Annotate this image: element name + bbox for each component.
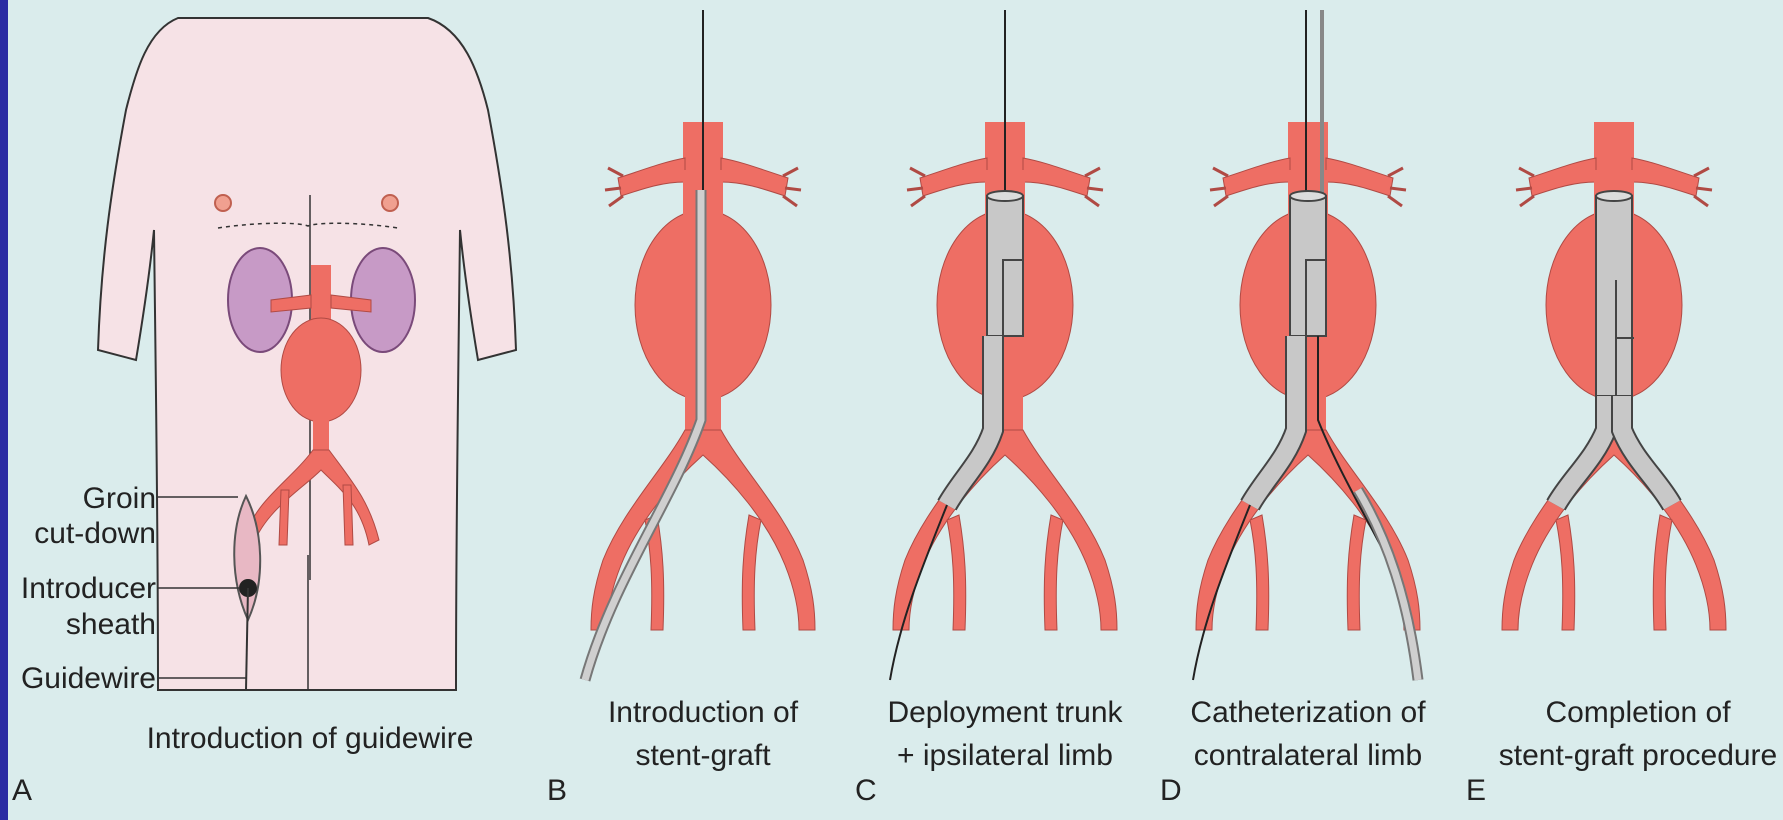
caption-e-line2: stent-graft procedure: [1499, 739, 1777, 772]
panel-c-aorta: [890, 10, 1117, 680]
label-groin: Groin: [83, 482, 156, 515]
label-sheath: sheath: [66, 608, 156, 641]
panel-b-aorta: [585, 10, 815, 680]
caption-b-line1: Introduction of: [608, 696, 799, 729]
diagram-stage: Groin cut-down Introducer sheath Guidewi…: [8, 0, 1783, 820]
label-cutdown: cut-down: [34, 517, 156, 550]
evar-diagram: Groin cut-down Introducer sheath Guidewi…: [8, 0, 1783, 820]
caption-d-line1: Catheterization of: [1190, 696, 1426, 729]
nipple-right-icon: [382, 195, 398, 211]
panel-letter-b: B: [547, 774, 567, 807]
panel-letter-e: E: [1466, 774, 1486, 807]
panel-letter-d: D: [1160, 774, 1182, 807]
panel-d-aorta: [1193, 10, 1420, 680]
nipple-left-icon: [215, 195, 231, 211]
caption-c-line1: Deployment trunk: [887, 696, 1123, 729]
caption-c-line2: + ipsilateral limb: [897, 739, 1113, 772]
panel-letter-c: C: [855, 774, 877, 807]
label-guidewire: Guidewire: [21, 662, 156, 695]
caption-d-line2: contralateral limb: [1194, 739, 1422, 772]
panel-e-aorta: [1502, 122, 1726, 630]
caption-b-line2: stent-graft: [635, 739, 771, 772]
label-introducer: Introducer: [21, 572, 156, 605]
panel-letter-a: A: [12, 774, 32, 807]
body-figure: [98, 18, 516, 690]
caption-a: Introduction of guidewire: [147, 722, 474, 755]
caption-e-line1: Completion of: [1545, 696, 1731, 729]
